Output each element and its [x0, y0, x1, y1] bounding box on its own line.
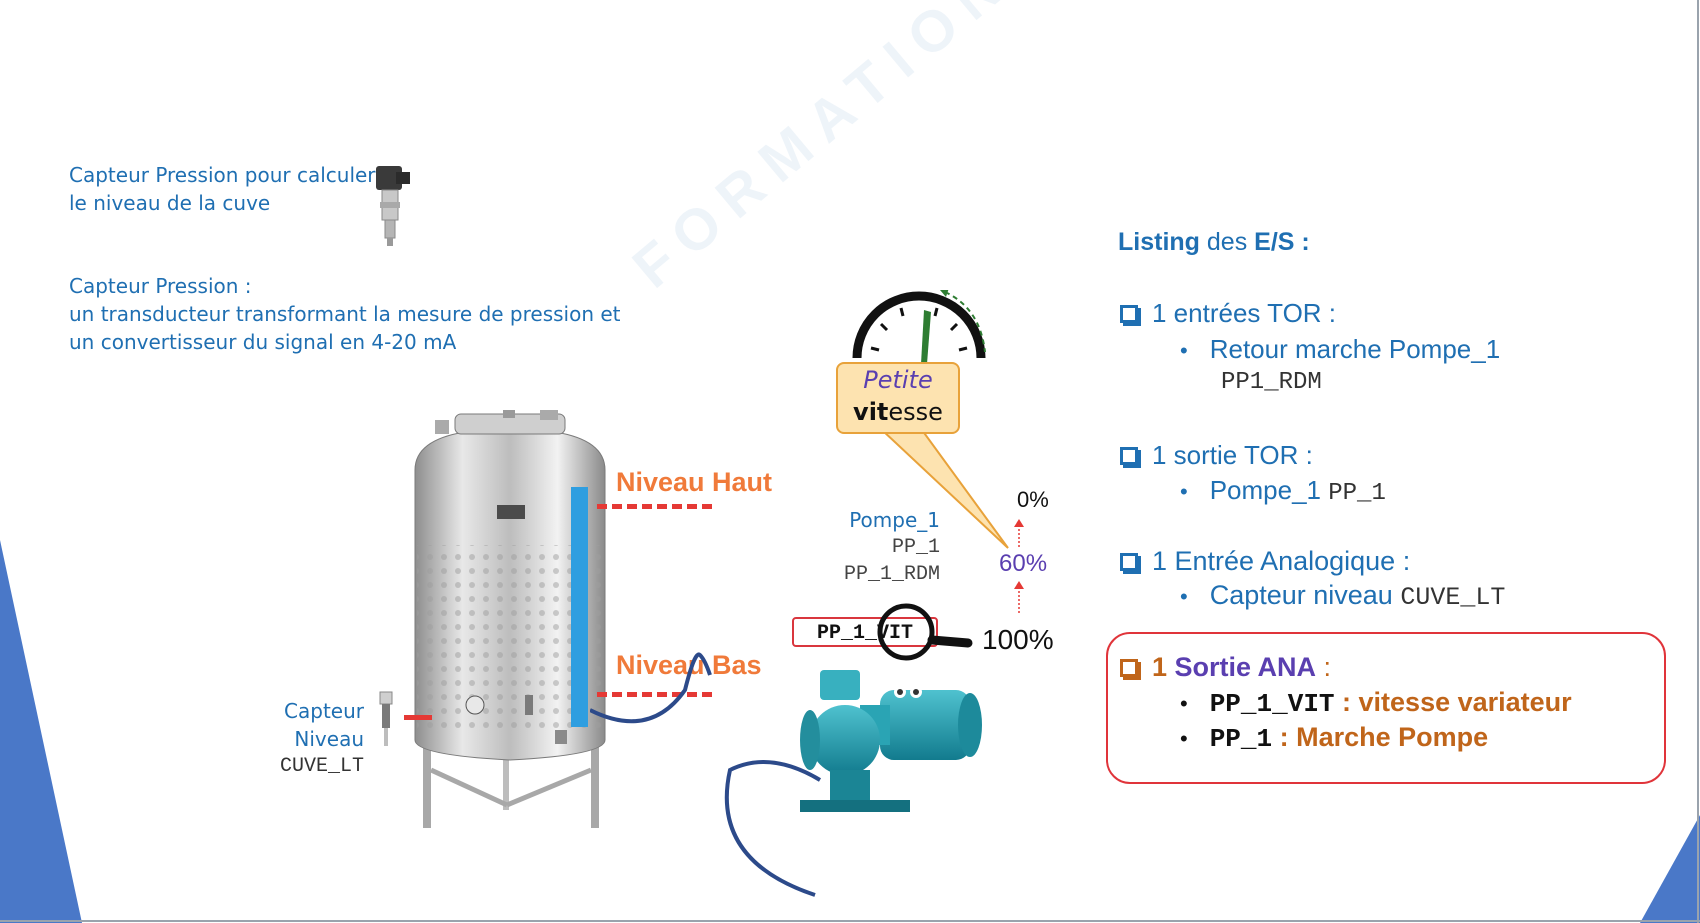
scale-middle-label: 60%	[999, 550, 1048, 577]
callout-line2-bold: vit	[853, 398, 889, 426]
scale-top-label: 0%	[1017, 487, 1049, 512]
callout-line2: vitesse	[838, 396, 958, 428]
ana-title-colon: :	[1316, 652, 1332, 682]
listing-item: • Pompe_1 PP_1	[1180, 475, 1386, 507]
pump-feedback-tag: PP_1_RDM	[843, 563, 940, 586]
listing-title-b: des	[1199, 228, 1255, 256]
level-high-label: Niveau Haut	[616, 467, 773, 497]
level-sensor-caption: Capteur Niveau CUVE_LT	[212, 697, 364, 781]
checkbox-icon	[1120, 305, 1141, 326]
level-sensor-tag: CUVE_LT	[279, 755, 364, 778]
ana-item-text: : Marche Pompe	[1272, 722, 1489, 752]
ana-item-tag: PP_1_VIT	[1209, 689, 1335, 719]
item-text: Capteur niveau	[1209, 580, 1401, 610]
pump-name: Pompe_1	[849, 508, 940, 532]
item-text: Pompe_1	[1209, 475, 1329, 505]
ana-title-num: 1	[1152, 652, 1175, 682]
group-title: 1 Entrée Analogique :	[1152, 546, 1411, 576]
listing-group-digital-input: 1 entrées TOR :	[1120, 298, 1336, 329]
group-title: 1 sortie TOR :	[1152, 440, 1313, 470]
listing-group-digital-output: 1 sortie TOR :	[1120, 440, 1313, 471]
item-text: Retour marche Pompe_1	[1209, 334, 1501, 364]
pump-speed-tag-box: PP_1_VIT	[792, 617, 938, 647]
sensor-desc-line: un transducteur transformant la mesure d…	[69, 302, 621, 326]
checkbox-icon	[1120, 553, 1141, 574]
level-sensor-marker	[404, 715, 432, 720]
item-tag: PP_1	[1328, 480, 1386, 507]
listing-title-c: E/S :	[1254, 228, 1310, 256]
ana-title-main: Sortie ANA	[1174, 652, 1317, 682]
level-low-marker	[597, 692, 712, 697]
pressure-sensor-title: Capteur Pression pour calculer le niveau…	[69, 161, 376, 217]
bullet-icon: •	[1180, 726, 1188, 751]
pressure-sensor-description: Capteur Pression : un transducteur trans…	[69, 272, 621, 356]
pump-output-tag: PP_1	[891, 536, 940, 559]
listing-title: Listing des E/S :	[1118, 228, 1310, 257]
pump-tags: Pompe_1 PP_1 PP_1_RDM	[790, 507, 940, 588]
level-sensor-image	[379, 691, 393, 746]
listing-title-a: Listing	[1118, 228, 1200, 256]
level-indicator-bar	[571, 487, 588, 727]
speed-callout: Petite vitesse	[836, 362, 960, 434]
bullet-icon: •	[1180, 691, 1188, 716]
group-title: 1 entrées TOR :	[1152, 298, 1337, 328]
ana-item-tag: PP_1	[1209, 724, 1273, 754]
listing-group-analog-output: 1 Sortie ANA :	[1120, 652, 1331, 683]
callout-pointer	[879, 429, 1009, 549]
listing-item: • Retour marche Pompe_1	[1180, 334, 1500, 365]
level-high-marker	[597, 504, 712, 509]
sensor-desc-line: un convertisseur du signal en 4-20 mA	[69, 330, 457, 354]
ana-item-run: • PP_1 : Marche Pompe	[1180, 722, 1488, 754]
checkbox-icon	[1120, 447, 1141, 468]
sensor-title-line: le niveau de la cuve	[69, 191, 271, 215]
checkbox-icon	[1120, 659, 1141, 680]
listing-group-analog-input: 1 Entrée Analogique :	[1120, 546, 1410, 577]
ana-item-text: : vitesse variateur	[1334, 687, 1572, 717]
sensor-title-line: Capteur Pression pour calculer	[69, 163, 376, 187]
callout-line1: Petite	[863, 366, 933, 394]
scale-arrows	[1014, 519, 1024, 613]
level-sensor-name: Capteur Niveau	[284, 699, 364, 751]
bullet-icon: •	[1180, 584, 1188, 609]
right-corner-triangle	[1640, 815, 1700, 923]
left-corner-triangle	[0, 540, 82, 923]
item-tag: PP1_RDM	[1221, 369, 1322, 396]
item-tag: CUVE_LT	[1400, 583, 1506, 612]
hose	[590, 652, 822, 897]
pump-image	[800, 670, 982, 812]
pressure-sensor-image	[376, 166, 410, 246]
speed-gauge-icon	[852, 290, 986, 364]
magnifier-icon	[877, 603, 973, 661]
analog-output-box	[1106, 632, 1666, 784]
scale-bottom-label: 100%	[982, 624, 1054, 655]
bullet-icon: •	[1180, 479, 1188, 504]
bullet-icon: •	[1180, 338, 1188, 363]
callout-line2-rest: esse	[888, 398, 943, 426]
sensor-desc-line: Capteur Pression :	[69, 274, 252, 298]
listing-item: • Capteur niveau CUVE_LT	[1180, 580, 1505, 612]
ana-item-speed: • PP_1_VIT : vitesse variateur	[1180, 687, 1572, 719]
